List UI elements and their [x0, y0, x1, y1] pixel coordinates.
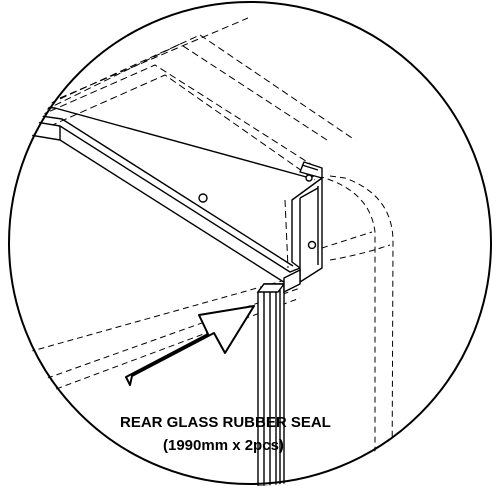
top-channel: [7, 103, 323, 287]
drawing-content: REAR GLASS RUBBER SEAL (1990mm x 2pcs): [7, 17, 394, 486]
caption-line-2: (1990mm x 2pcs): [163, 437, 284, 454]
rubber-seal-strip: [256, 268, 301, 486]
caption-line-1: REAR GLASS RUBBER SEAL: [120, 414, 331, 431]
magnifier-circle: [8, 1, 492, 485]
pointer-arrow: [125, 305, 255, 386]
caption: REAR GLASS RUBBER SEAL (1990mm x 2pcs): [120, 414, 331, 454]
